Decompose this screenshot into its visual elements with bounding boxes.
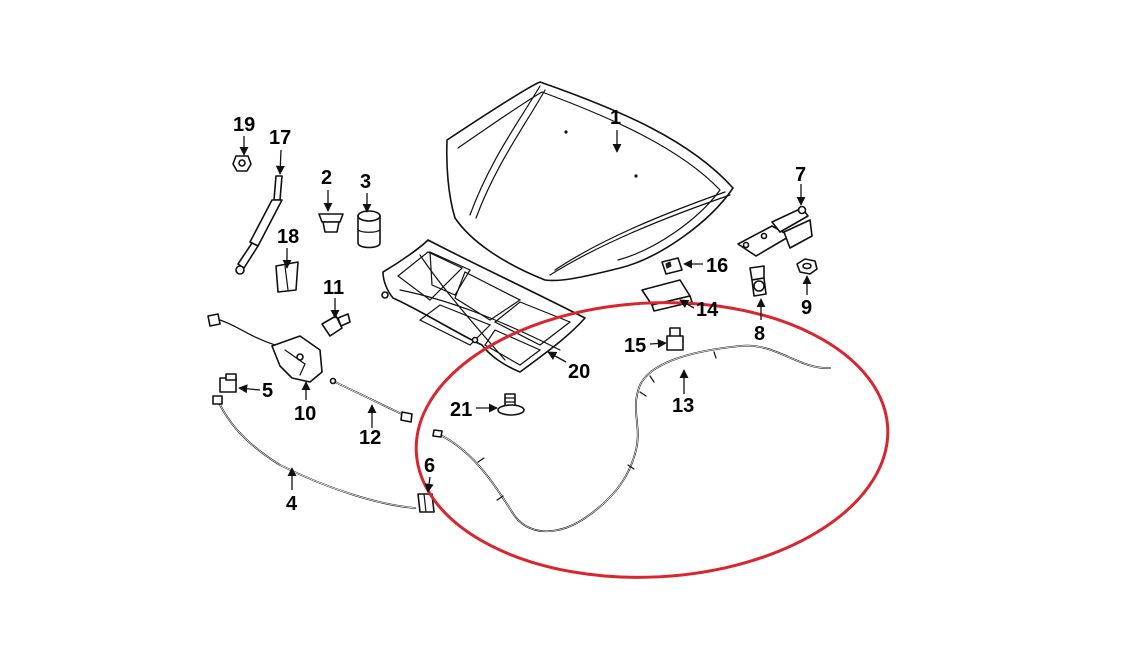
callout-labels: 1 2 3 4 5 6 7 8 9 10 11 12 13 14 15 16 1… xyxy=(233,107,812,515)
hood-support-strut[interactable] xyxy=(235,175,283,275)
callout-19: 19 xyxy=(233,114,255,136)
callout-5: 5 xyxy=(262,380,273,402)
callout-1: 1 xyxy=(610,107,621,129)
callout-14: 14 xyxy=(696,299,719,321)
release-cable-short[interactable] xyxy=(329,377,413,423)
callout-8: 8 xyxy=(754,323,765,345)
callout-9: 9 xyxy=(801,297,812,319)
callout-20: 20 xyxy=(568,361,590,383)
callout-15: 15 xyxy=(624,335,646,357)
leader-lines xyxy=(238,130,812,493)
callout-6: 6 xyxy=(424,455,435,477)
callout-4: 4 xyxy=(286,493,298,515)
latch-bolt[interactable] xyxy=(321,313,351,337)
hood-latch-assembly[interactable] xyxy=(207,313,323,383)
callout-13: 13 xyxy=(672,395,694,417)
hinge-bolt[interactable] xyxy=(749,265,767,297)
callout-11: 11 xyxy=(323,277,344,299)
hood-pad[interactable] xyxy=(641,279,693,312)
callout-3: 3 xyxy=(360,171,371,193)
cable-bolt[interactable] xyxy=(666,327,684,351)
hood-release-cable[interactable] xyxy=(432,344,831,533)
hood-insulator-panel[interactable] xyxy=(381,239,586,373)
hood-hinge[interactable] xyxy=(737,205,813,257)
hood-bumper-stop[interactable] xyxy=(232,155,252,172)
hood-panel[interactable] xyxy=(445,81,734,282)
hood-cushion[interactable] xyxy=(357,210,381,249)
hinge-nut[interactable] xyxy=(796,258,818,275)
callout-7: 7 xyxy=(795,164,806,186)
insulator-clip[interactable] xyxy=(661,257,683,275)
callout-10: 10 xyxy=(294,403,316,425)
seal-clip-left[interactable] xyxy=(219,373,237,393)
hood-plug[interactable] xyxy=(318,213,344,233)
seal-clip-right[interactable] xyxy=(417,493,435,513)
callout-21: 21 xyxy=(450,399,472,421)
callout-12: 12 xyxy=(359,427,381,449)
cable-fastener[interactable] xyxy=(497,393,525,416)
callout-17: 17 xyxy=(269,127,291,149)
highlight-circle xyxy=(414,301,890,579)
callout-18: 18 xyxy=(277,226,299,248)
callout-2: 2 xyxy=(321,167,332,189)
hood-weatherstrip[interactable] xyxy=(212,395,416,509)
callout-16: 16 xyxy=(706,255,728,277)
